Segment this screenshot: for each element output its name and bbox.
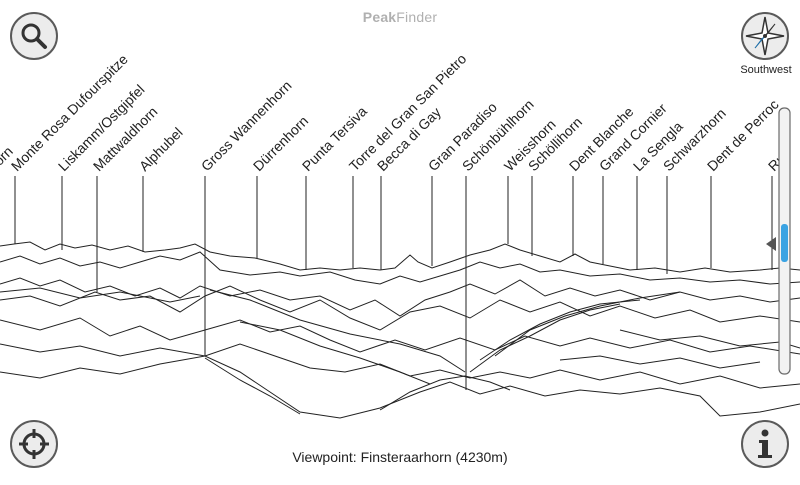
search-button[interactable]: [10, 12, 58, 60]
compass-direction-label: Southwest: [740, 64, 792, 76]
compass-button[interactable]: [741, 12, 789, 60]
ridge-line: [379, 375, 511, 411]
ridge-lines: [0, 241, 800, 419]
ridge-line: [239, 321, 431, 385]
ridge-line: [0, 355, 800, 419]
app-title-bold: Peak: [362, 9, 397, 25]
compass-icon: [745, 16, 785, 56]
ridge-line: [0, 277, 800, 317]
ridge-line: [0, 287, 201, 303]
info-icon: [758, 429, 772, 458]
ridge-line: [0, 285, 800, 331]
ridge-line: [479, 299, 641, 361]
zoom-slider-fill: [781, 224, 788, 262]
ridge-line: [559, 355, 761, 369]
search-icon: [21, 23, 47, 49]
app-title: PeakFinder: [0, 9, 800, 25]
zoom-slider-handle[interactable]: [766, 237, 776, 251]
ridge-line: [209, 289, 466, 373]
info-button[interactable]: [741, 420, 789, 468]
ridge-line: [619, 329, 800, 349]
ridge-line: [0, 241, 800, 273]
locate-button[interactable]: [10, 420, 58, 468]
peak-label[interactable]: Gross Wannenhorn: [198, 77, 295, 174]
ridge-line: [494, 291, 681, 357]
crosshair-icon: [19, 429, 49, 459]
zoom-slider[interactable]: [766, 107, 791, 375]
ridge-line: [469, 303, 621, 373]
app-title-light: Finder: [396, 9, 438, 25]
viewpoint-text: Viewpoint: Finsteraarhorn (4230m): [292, 449, 508, 465]
ridge-line: [204, 357, 301, 415]
ridge-line: [0, 317, 800, 355]
ridge-line: [0, 343, 800, 389]
ridge-line: [0, 251, 800, 285]
